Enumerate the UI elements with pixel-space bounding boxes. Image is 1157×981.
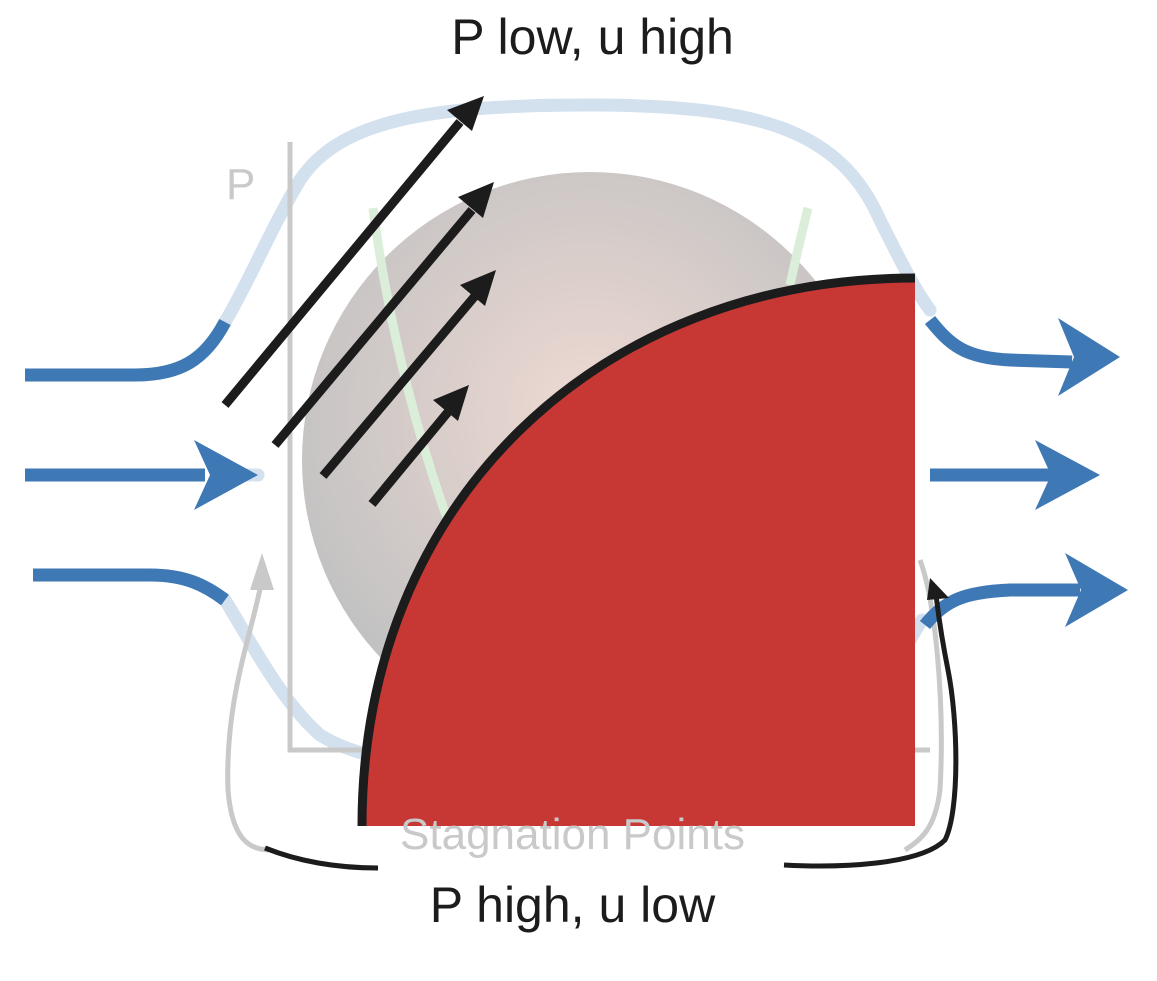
stagnation-label: Stagnation Points [400, 810, 745, 859]
y-axis [287, 142, 365, 753]
pressure-axis-label: P [226, 160, 256, 209]
outgoing-streamline-top [924, 315, 1073, 369]
arrow-up-right-icon [460, 270, 496, 306]
arrow-up-right-icon [447, 96, 484, 131]
velocity-arrow-3 [319, 293, 479, 479]
outgoing-streamlines [919, 315, 1080, 630]
outgoing-streamline-bottom [919, 583, 1080, 630]
incoming-streamline-top [25, 318, 231, 382]
velocity-arrows [221, 119, 479, 507]
velocity-arrow-4 [368, 409, 452, 507]
red-occluder-edge [357, 273, 916, 827]
incoming-streamline-bottom [33, 568, 229, 606]
arrow-right-icon [1058, 318, 1120, 396]
top-label: P low, u high [451, 9, 734, 65]
callout-arrowhead-right [927, 578, 949, 600]
velocity-arrowheads [433, 96, 496, 421]
upper-streamline-faded [218, 98, 937, 329]
arrow-right-icon [1065, 553, 1128, 627]
arrow-up-right-icon [458, 182, 494, 218]
callout-arrowhead-left [250, 553, 274, 590]
stagnation-callouts [264, 594, 959, 871]
velocity-arrow-2 [271, 207, 476, 448]
red-occluder [362, 278, 915, 826]
arrow-right-icon [194, 440, 258, 510]
pressure-curve-left [368, 207, 460, 542]
velocity-arrow-1 [221, 119, 464, 408]
bottom-label: P high, u low [429, 877, 716, 933]
arrow-right-icon [1035, 440, 1100, 510]
incoming-streamlines [25, 318, 231, 606]
callout-left [264, 845, 379, 871]
callout-right [783, 594, 959, 869]
stagnation-callout-left [225, 553, 274, 853]
pressure-curves [368, 206, 813, 542]
pressure-curve-right [785, 206, 813, 286]
arrow-up-right-icon [433, 385, 469, 421]
